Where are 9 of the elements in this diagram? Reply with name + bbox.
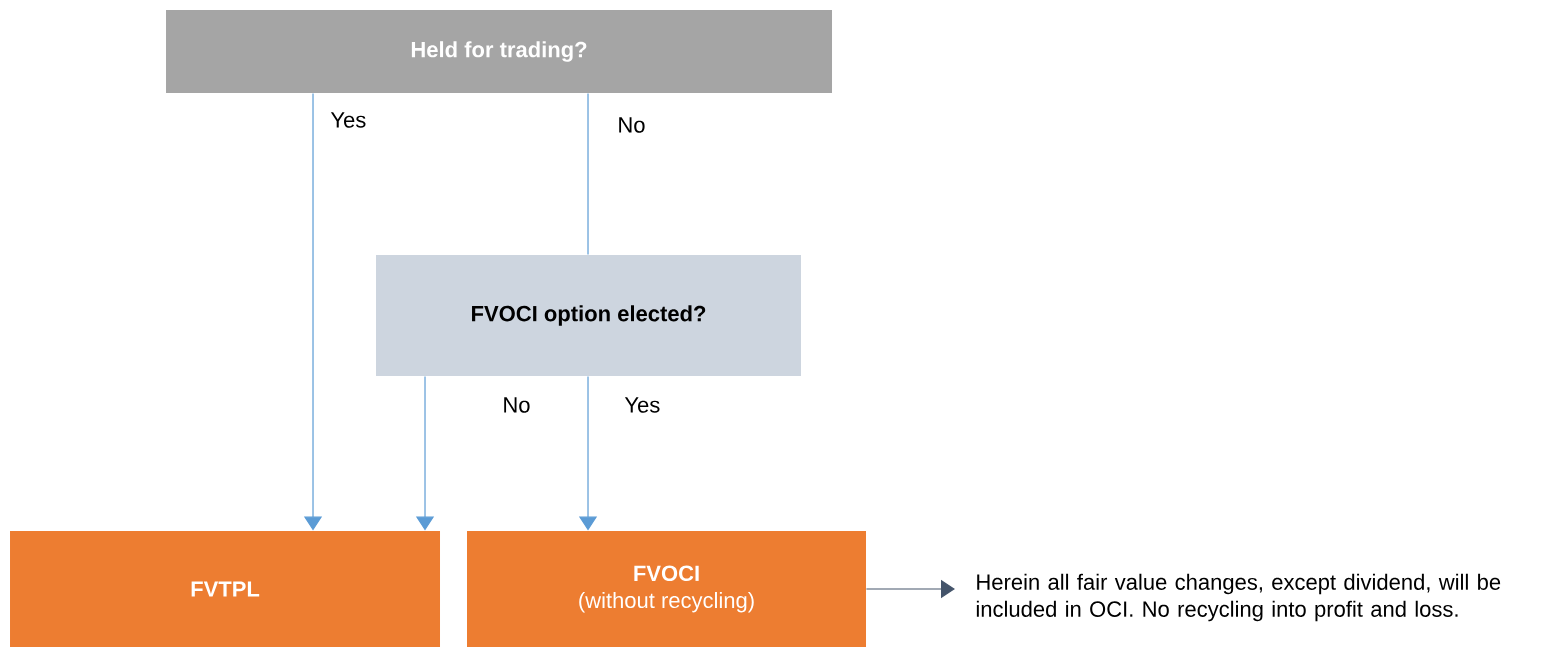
note-text: Herein all fair value changes, except dividend, will be included in OCI. No recycling into profit and loss. <box>976 573 1501 622</box>
decision-box: Held for trading? <box>166 10 832 93</box>
edge-label: Yes <box>330 112 366 128</box>
edge-label: No <box>619 117 645 133</box>
decision-box: FVOCI option elected? <box>376 255 801 376</box>
outcome-box: FVTPL <box>10 531 440 647</box>
edge-label: Yes <box>624 397 660 413</box>
outcome-box: FVOCI (without recycling) <box>467 531 866 647</box>
edge-label: No <box>504 397 530 413</box>
